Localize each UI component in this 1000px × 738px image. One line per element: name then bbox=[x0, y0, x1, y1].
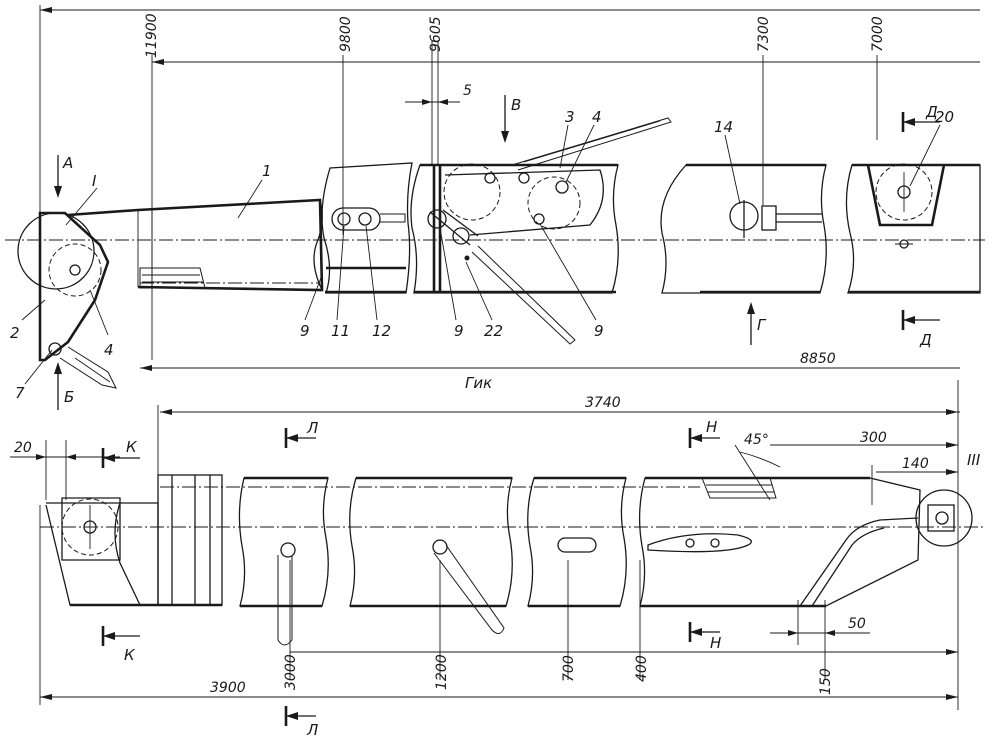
dim-150: 150 bbox=[818, 668, 834, 695]
pos-14: 14 bbox=[714, 118, 733, 136]
view-k-top: К bbox=[126, 438, 138, 456]
dim-7000: 7000 bbox=[870, 16, 886, 52]
pos-22: 22 bbox=[484, 322, 503, 340]
pos-12: 12 bbox=[372, 322, 391, 340]
bottom-dimension-lines bbox=[10, 380, 960, 710]
boom-segment-3 bbox=[410, 117, 672, 345]
dim-50: 50 bbox=[848, 616, 866, 632]
dim-3740: 3740 bbox=[585, 395, 621, 411]
view-labels: А Б В Г Д Д К К Л Л Н Н I III bbox=[62, 96, 981, 738]
pos-1: 1 bbox=[262, 162, 272, 180]
view-a: А bbox=[62, 154, 73, 172]
view-l-top: Л bbox=[306, 419, 318, 437]
dim-45deg: 45° bbox=[744, 432, 769, 448]
dim-20: 20 bbox=[14, 440, 32, 456]
view-n-top: Н bbox=[706, 418, 717, 436]
dim-3000: 3000 bbox=[283, 654, 299, 690]
node-i: I bbox=[92, 172, 97, 190]
boom-segment-5 bbox=[845, 163, 981, 294]
view-k-bot: К bbox=[124, 646, 136, 664]
dimension-labels: 11900 9800 9605 7300 7000 5 8850 Гик 374… bbox=[14, 13, 929, 696]
pos-11: 11 bbox=[331, 322, 350, 340]
view-d-top: Д bbox=[925, 103, 938, 121]
view-n-bot: Н bbox=[710, 634, 721, 652]
boom-segment-2 bbox=[321, 162, 413, 294]
view-v: В bbox=[511, 96, 521, 114]
dim-140: 140 bbox=[902, 456, 929, 472]
dim-9605: 9605 bbox=[428, 16, 444, 52]
dim-7300: 7300 bbox=[756, 16, 772, 52]
dim-400: 400 bbox=[634, 655, 650, 682]
section-markers-bottom bbox=[101, 428, 720, 726]
dim-3900: 3900 bbox=[210, 680, 246, 696]
boom-bottom-view bbox=[40, 474, 985, 646]
boom-segment-4 bbox=[660, 163, 827, 294]
pos-9a: 9 bbox=[300, 322, 310, 340]
pos-2: 2 bbox=[10, 324, 20, 342]
view-l-bot: Л bbox=[306, 721, 318, 738]
view-g: Г bbox=[757, 316, 767, 334]
node-iii: III bbox=[967, 451, 981, 469]
view-d-bot: Д bbox=[919, 331, 932, 349]
view-b: Б bbox=[64, 388, 74, 406]
pos-9b: 9 bbox=[454, 322, 464, 340]
pos-7: 7 bbox=[15, 384, 25, 402]
pos-3: 3 bbox=[565, 108, 575, 126]
dim-1200: 1200 bbox=[434, 654, 450, 690]
boom-top-view bbox=[5, 198, 985, 389]
pos-4a: 4 bbox=[592, 108, 602, 126]
gik-label: Гик bbox=[465, 374, 492, 392]
pos-9c: 9 bbox=[594, 322, 604, 340]
section-markers-top bbox=[54, 95, 940, 410]
dim-11900: 11900 bbox=[144, 13, 160, 58]
dim-5: 5 bbox=[463, 83, 472, 99]
pos-4b: 4 bbox=[104, 341, 114, 359]
position-labels: 1 2 3 4 4 7 9 9 9 11 12 14 20 22 bbox=[10, 108, 954, 402]
dim-8850: 8850 bbox=[800, 351, 836, 367]
dim-700: 700 bbox=[561, 655, 577, 682]
dim-9800: 9800 bbox=[338, 16, 354, 52]
dim-300: 300 bbox=[860, 430, 887, 446]
leader-lines-top bbox=[21, 124, 941, 385]
top-dimension-lines bbox=[39, 5, 980, 371]
pos-20: 20 bbox=[935, 108, 954, 126]
